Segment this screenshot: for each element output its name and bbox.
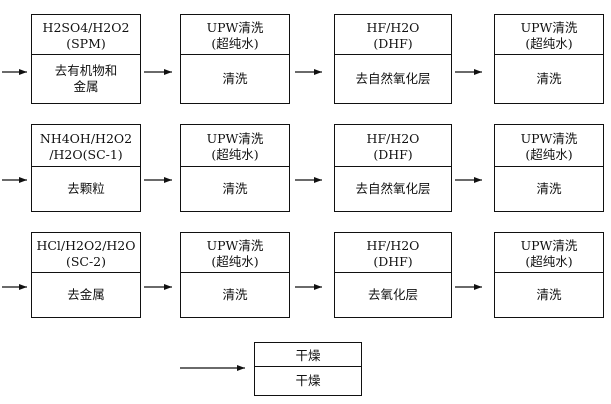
step-box-r1-c1: H2SO4/H2O2 (SPM) 去有机物和 金属 xyxy=(31,14,141,104)
step-box-r2-c3: HF/H2O (DHF) 去自然氧化层 xyxy=(334,124,452,212)
purpose-label: 清洗 xyxy=(222,181,248,196)
purpose-label: 去自然氧化层 xyxy=(355,181,431,196)
reagent-label: HF/H2O (DHF) xyxy=(366,238,420,269)
step-box-r2-c4: UPW清洗 (超纯水) 清洗 xyxy=(494,124,604,212)
reagent-label: UPW清洗 (超纯水) xyxy=(206,20,264,51)
reagent-label: HCl/H2O2/H2O (SC-2) xyxy=(36,238,136,269)
reagent-label: UPW清洗 (超纯水) xyxy=(206,238,264,269)
reagent-label: HF/H2O (DHF) xyxy=(366,20,420,51)
step-box-r2-c2: UPW清洗 (超纯水) 清洗 xyxy=(180,124,290,212)
purpose-label: 去金属 xyxy=(67,287,105,302)
purpose-label: 去氧化层 xyxy=(367,287,418,302)
step-box-r1-c3: HF/H2O (DHF) 去自然氧化层 xyxy=(334,14,452,104)
purpose-label: 清洗 xyxy=(222,287,248,302)
step-box-r3-c1: HCl/H2O2/H2O (SC-2) 去金属 xyxy=(31,232,141,318)
reagent-label: 干燥 xyxy=(295,348,321,363)
reagent-label: UPW清洗 (超纯水) xyxy=(520,238,578,269)
reagent-label: UPW清洗 (超纯水) xyxy=(520,131,578,162)
reagent-label: H2SO4/H2O2 (SPM) xyxy=(42,20,130,51)
step-box-r2-c1: NH4OH/H2O2 /H2O(SC-1) 去颗粒 xyxy=(31,124,141,212)
step-box-r1-c2: UPW清洗 (超纯水) 清洗 xyxy=(180,14,290,104)
step-box-final: 干燥 干燥 xyxy=(254,342,362,396)
purpose-label: 清洗 xyxy=(222,71,248,86)
step-box-r3-c3: HF/H2O (DHF) 去氧化层 xyxy=(334,232,452,318)
purpose-label: 去颗粒 xyxy=(67,181,105,196)
purpose-label: 去有机物和 金属 xyxy=(54,63,118,94)
reagent-label: UPW清洗 (超纯水) xyxy=(206,131,264,162)
purpose-label: 清洗 xyxy=(536,287,562,302)
reagent-label: HF/H2O (DHF) xyxy=(366,131,420,162)
purpose-label: 清洗 xyxy=(536,71,562,86)
step-box-r3-c4: UPW清洗 (超纯水) 清洗 xyxy=(494,232,604,318)
purpose-label: 干燥 xyxy=(295,373,321,388)
step-box-r1-c4: UPW清洗 (超纯水) 清洗 xyxy=(494,14,604,104)
reagent-label: NH4OH/H2O2 /H2O(SC-1) xyxy=(39,131,133,162)
purpose-label: 清洗 xyxy=(536,181,562,196)
step-box-r3-c2: UPW清洗 (超纯水) 清洗 xyxy=(180,232,290,318)
purpose-label: 去自然氧化层 xyxy=(355,71,431,86)
reagent-label: UPW清洗 (超纯水) xyxy=(520,20,578,51)
